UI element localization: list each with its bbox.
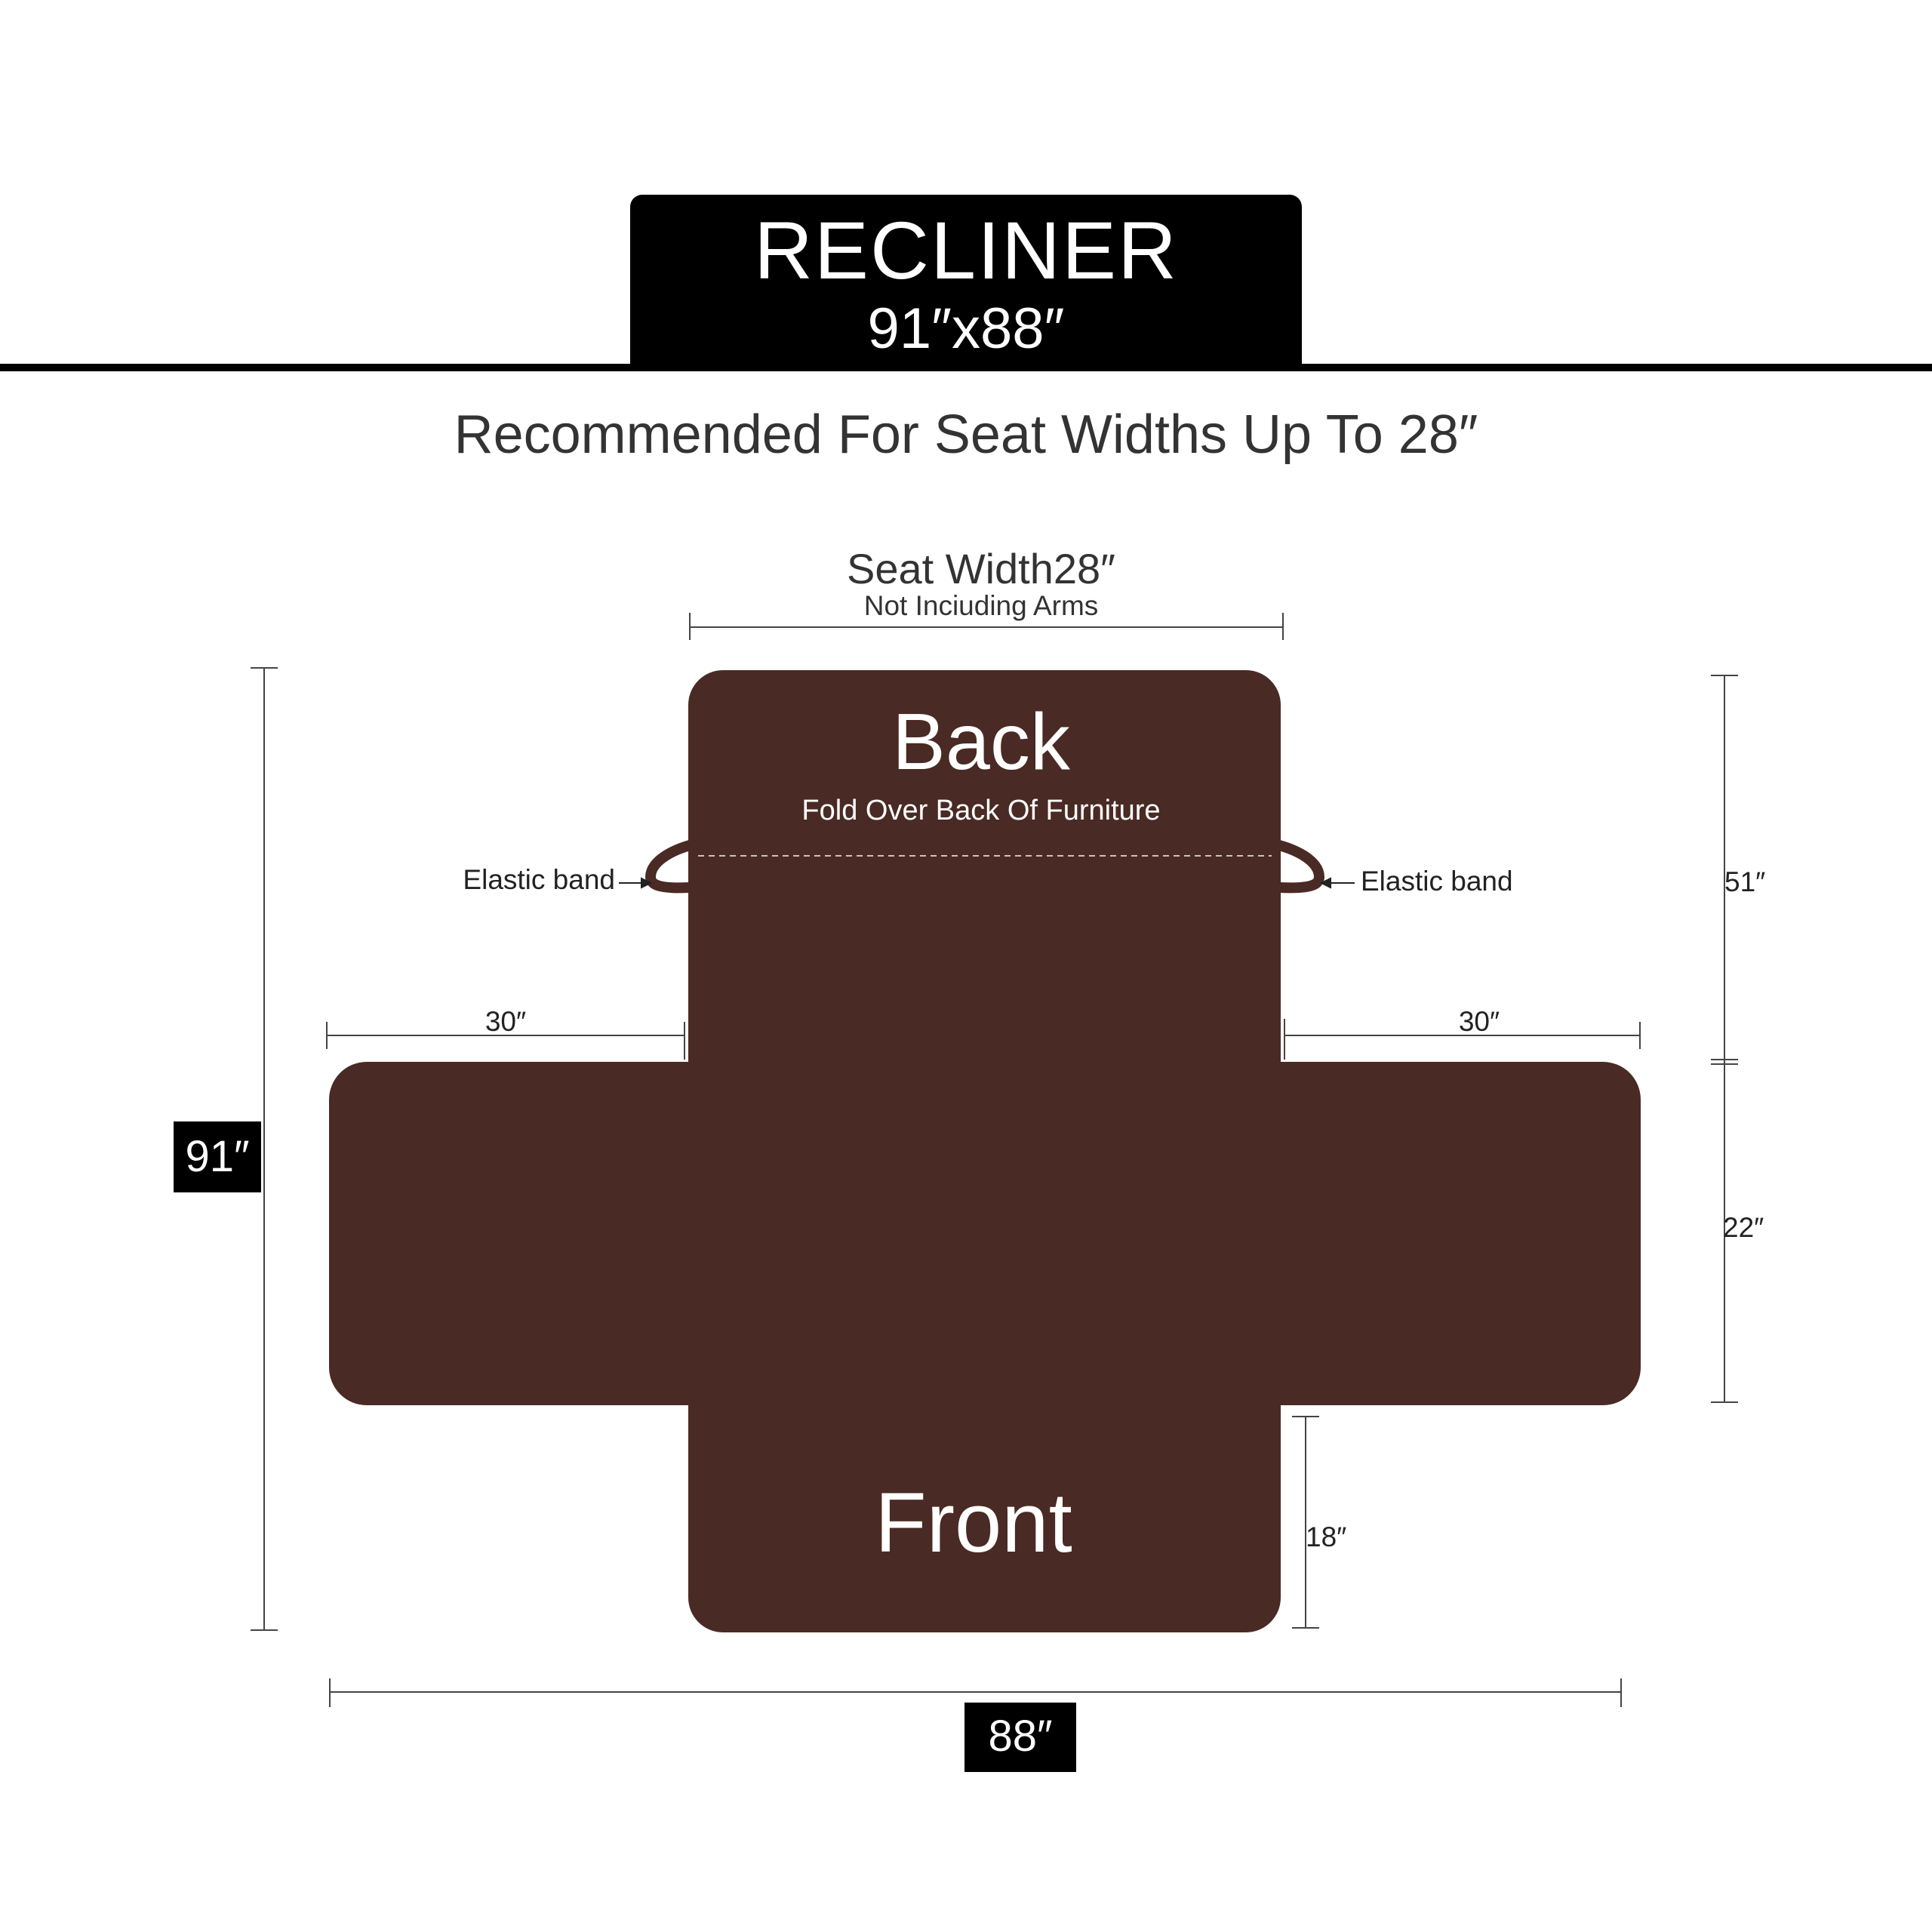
back-panel-note: Fold Over Back Of Furniture [801, 795, 1161, 826]
elastic-band-left-loop [645, 840, 692, 894]
total-height-badge: 91″ [174, 1121, 261, 1192]
elastic-right-arrow-head [1319, 877, 1331, 889]
elastic-band-right-loop [1277, 840, 1325, 894]
elastic-band-left-label: Elastic band [463, 864, 615, 895]
cover-shape [329, 670, 1641, 1632]
arm-left-dimension: 30″ [485, 1006, 527, 1037]
product-size: 91″x88″ [867, 297, 1065, 361]
front-panel-label: Front [875, 1475, 1072, 1570]
elastic-left-arrow-head [641, 877, 653, 889]
product-title: RECLINER [753, 205, 1179, 296]
front-depth-dimension: 18″ [1306, 1521, 1347, 1552]
title-tab [630, 195, 1302, 370]
seat-width-note: Not Inciuding Arms [863, 590, 1099, 621]
recommendation-text: Recommended For Seat Widths Up To 28″ [454, 405, 1478, 465]
arm-right-dimension: 30″ [1458, 1006, 1500, 1037]
elastic-band-right-label: Elastic band [1361, 866, 1513, 897]
total-width-badge: 88″ [964, 1703, 1076, 1772]
arm-panels [329, 1062, 1641, 1405]
seat-width-label: Seat Width28″ [846, 545, 1115, 592]
arm-depth-dimension: 22″ [1723, 1212, 1764, 1243]
back-panel-label: Back [892, 697, 1070, 786]
back-depth-dimension: 51″ [1724, 866, 1766, 897]
